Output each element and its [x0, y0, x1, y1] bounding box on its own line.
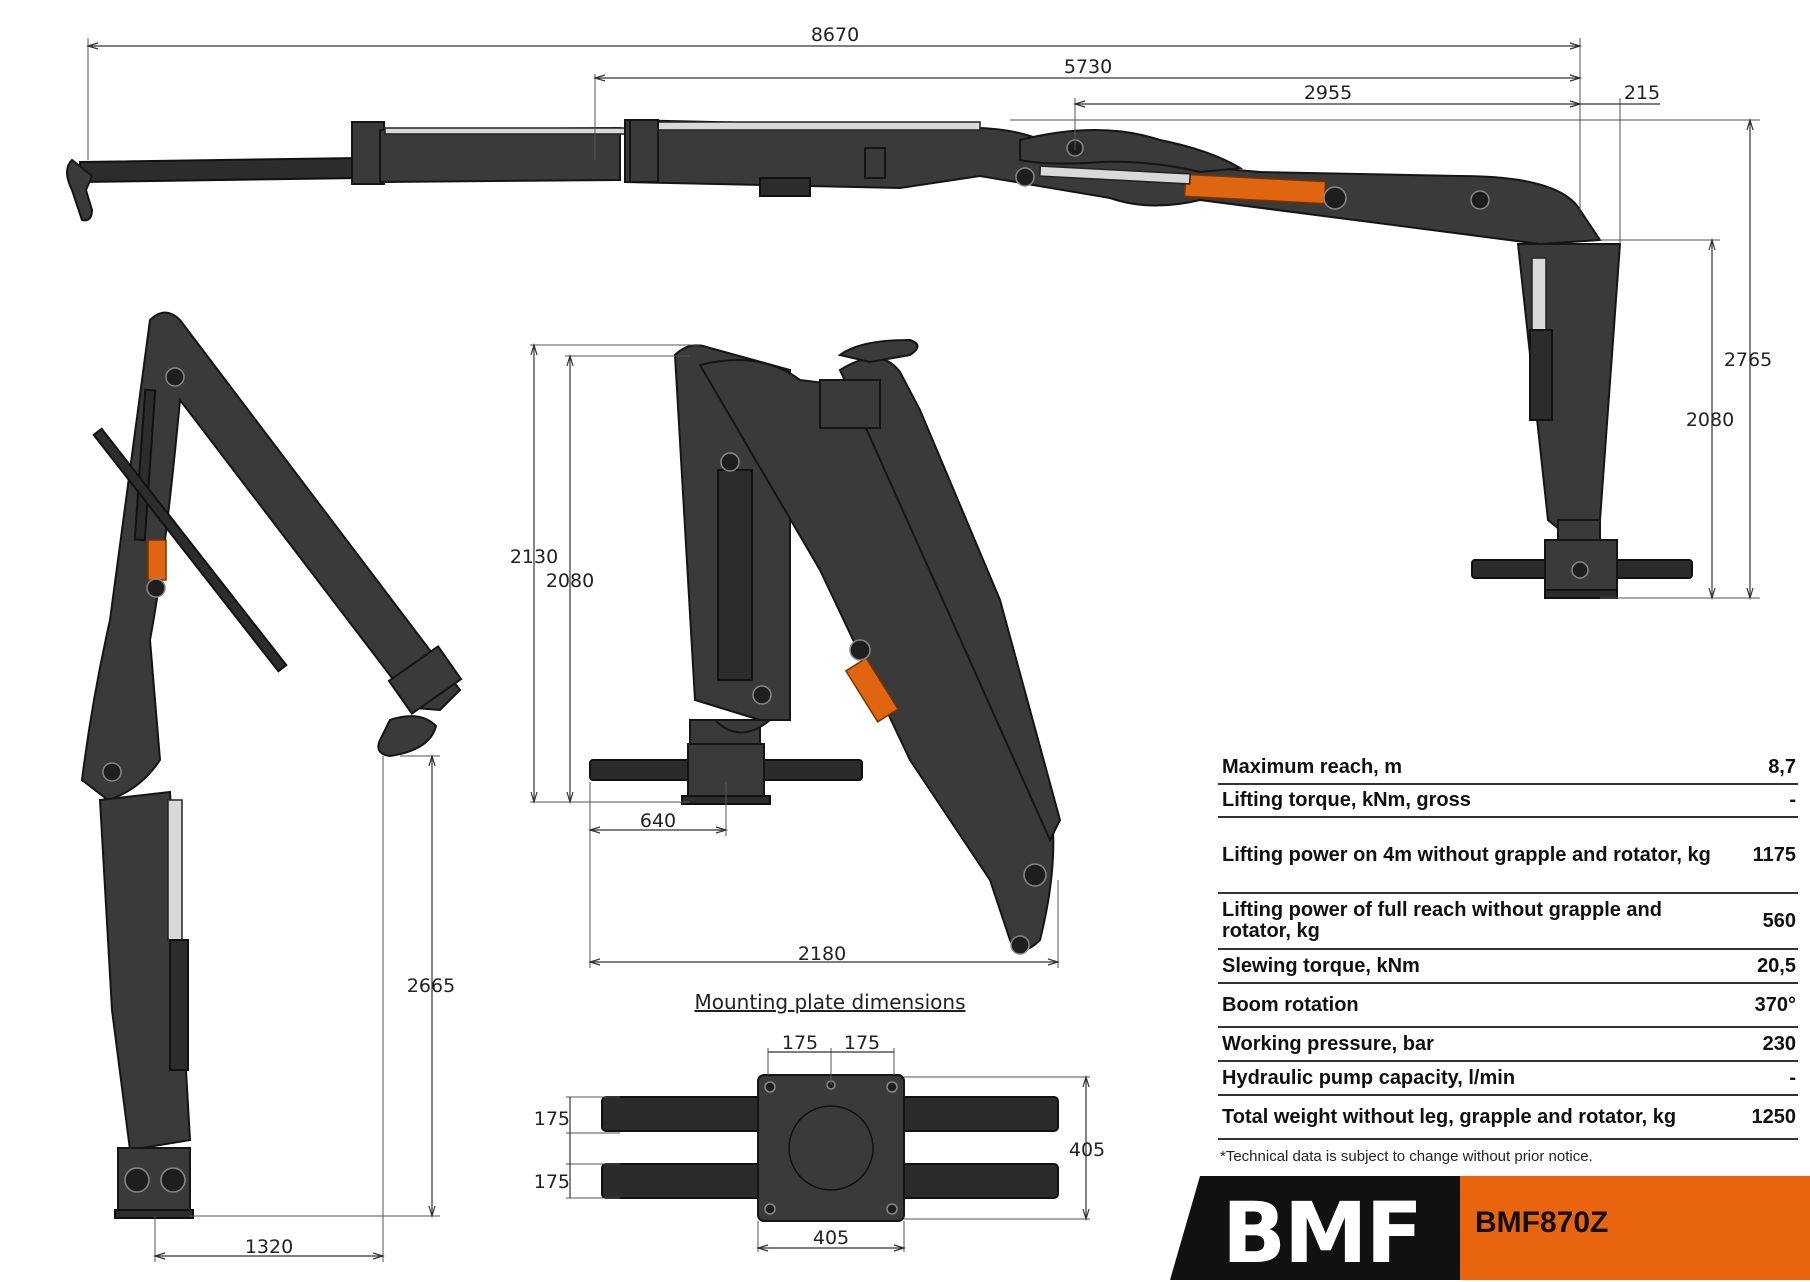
dim-plate-175-side-lower: 175: [534, 1171, 570, 1193]
dim-plate-405-bottom: 405: [813, 1227, 849, 1249]
dim-plate-175-side-upper: 175: [534, 1108, 570, 1130]
disclaimer-note: *Technical data is subject to change wit…: [1220, 1148, 1593, 1165]
spec-row: Total weight without leg, grapple and ro…: [1218, 1096, 1798, 1140]
spec-row: Lifting power of full reach without grap…: [1218, 894, 1798, 950]
spec-value: 20,5: [1757, 954, 1796, 977]
plate-dimensions: 175 175 175 175 405 405: [534, 1032, 1105, 1252]
dim-640: 640: [640, 810, 676, 832]
spec-label: Hydraulic pump capacity, l/min: [1222, 1066, 1516, 1089]
spec-table: Maximum reach, m 8,7 Lifting torque, kNm…: [1218, 752, 1798, 1140]
spec-row: Lifting torque, kNm, gross -: [1218, 785, 1798, 818]
footer-accent-band: [1430, 1176, 1810, 1280]
spec-value: 230: [1762, 1032, 1796, 1055]
mounting-plate: [601, 1074, 1059, 1222]
brand-logo: BMF: [1222, 1184, 1423, 1282]
spec-label: Lifting torque, kNm, gross: [1222, 789, 1471, 811]
dim-2180: 2180: [798, 943, 846, 965]
spec-value: -: [1789, 789, 1796, 811]
top-dimensions: 8670 5730 2955 215 2765 2080: [85, 24, 1772, 601]
spec-row: Slewing torque, kNm 20,5: [1218, 950, 1798, 984]
dim-2080-mid: 2080: [546, 570, 594, 592]
spec-value: 370°: [1754, 993, 1796, 1016]
dim-2080-right: 2080: [1686, 409, 1734, 431]
footer-slant: [1400, 1176, 1458, 1280]
left-dimensions: 2665 1320: [152, 753, 455, 1262]
spec-label: Working pressure, bar: [1222, 1032, 1434, 1055]
spec-value: 560: [1762, 909, 1796, 932]
spec-row: Working pressure, bar 230: [1218, 1028, 1798, 1062]
middle-dimensions: 2130 2080 640 2180: [510, 342, 1061, 968]
spec-label: Total weight without leg, grapple and ro…: [1222, 1105, 1677, 1128]
spec-value: -: [1789, 1066, 1796, 1089]
crane-side-folded: [80, 311, 463, 1219]
dim-2665: 2665: [407, 975, 455, 997]
spec-label: Slewing torque, kNm: [1222, 954, 1420, 977]
spec-label: Lifting power on 4m without grapple and …: [1222, 843, 1711, 866]
crane-front: [589, 338, 1062, 955]
dim-215: 215: [1624, 82, 1660, 104]
dim-plate-405-right: 405: [1069, 1139, 1105, 1161]
crane-side-extended: [66, 118, 1693, 599]
spec-label: Maximum reach, m: [1222, 756, 1403, 778]
spec-row: Boom rotation 370°: [1218, 984, 1798, 1028]
dim-5730: 5730: [1064, 56, 1112, 78]
dim-2130: 2130: [510, 546, 558, 568]
mounting-plate-title: Mounting plate dimensions: [694, 990, 966, 1014]
dim-1320: 1320: [245, 1236, 293, 1258]
footer-left-slant: [1170, 1176, 1210, 1280]
spec-row: Maximum reach, m 8,7: [1218, 752, 1798, 785]
spec-label: Lifting power of full reach without grap…: [1222, 899, 1662, 942]
spec-row: Hydraulic pump capacity, l/min -: [1218, 1062, 1798, 1096]
dim-2765: 2765: [1724, 349, 1772, 371]
spec-value: 1175: [1752, 843, 1796, 866]
spec-label: Boom rotation: [1222, 993, 1359, 1016]
dim-plate-175-top-left: 175: [782, 1032, 818, 1054]
dim-2955: 2955: [1304, 82, 1352, 104]
dim-plate-175-top-right: 175: [844, 1032, 880, 1054]
dim-8670: 8670: [811, 24, 859, 46]
spec-value: 1250: [1751, 1105, 1797, 1128]
spec-value: 8,7: [1768, 756, 1796, 778]
spec-row: Lifting power on 4m without grapple and …: [1218, 818, 1798, 894]
model-name: BMF870Z: [1475, 1206, 1609, 1239]
